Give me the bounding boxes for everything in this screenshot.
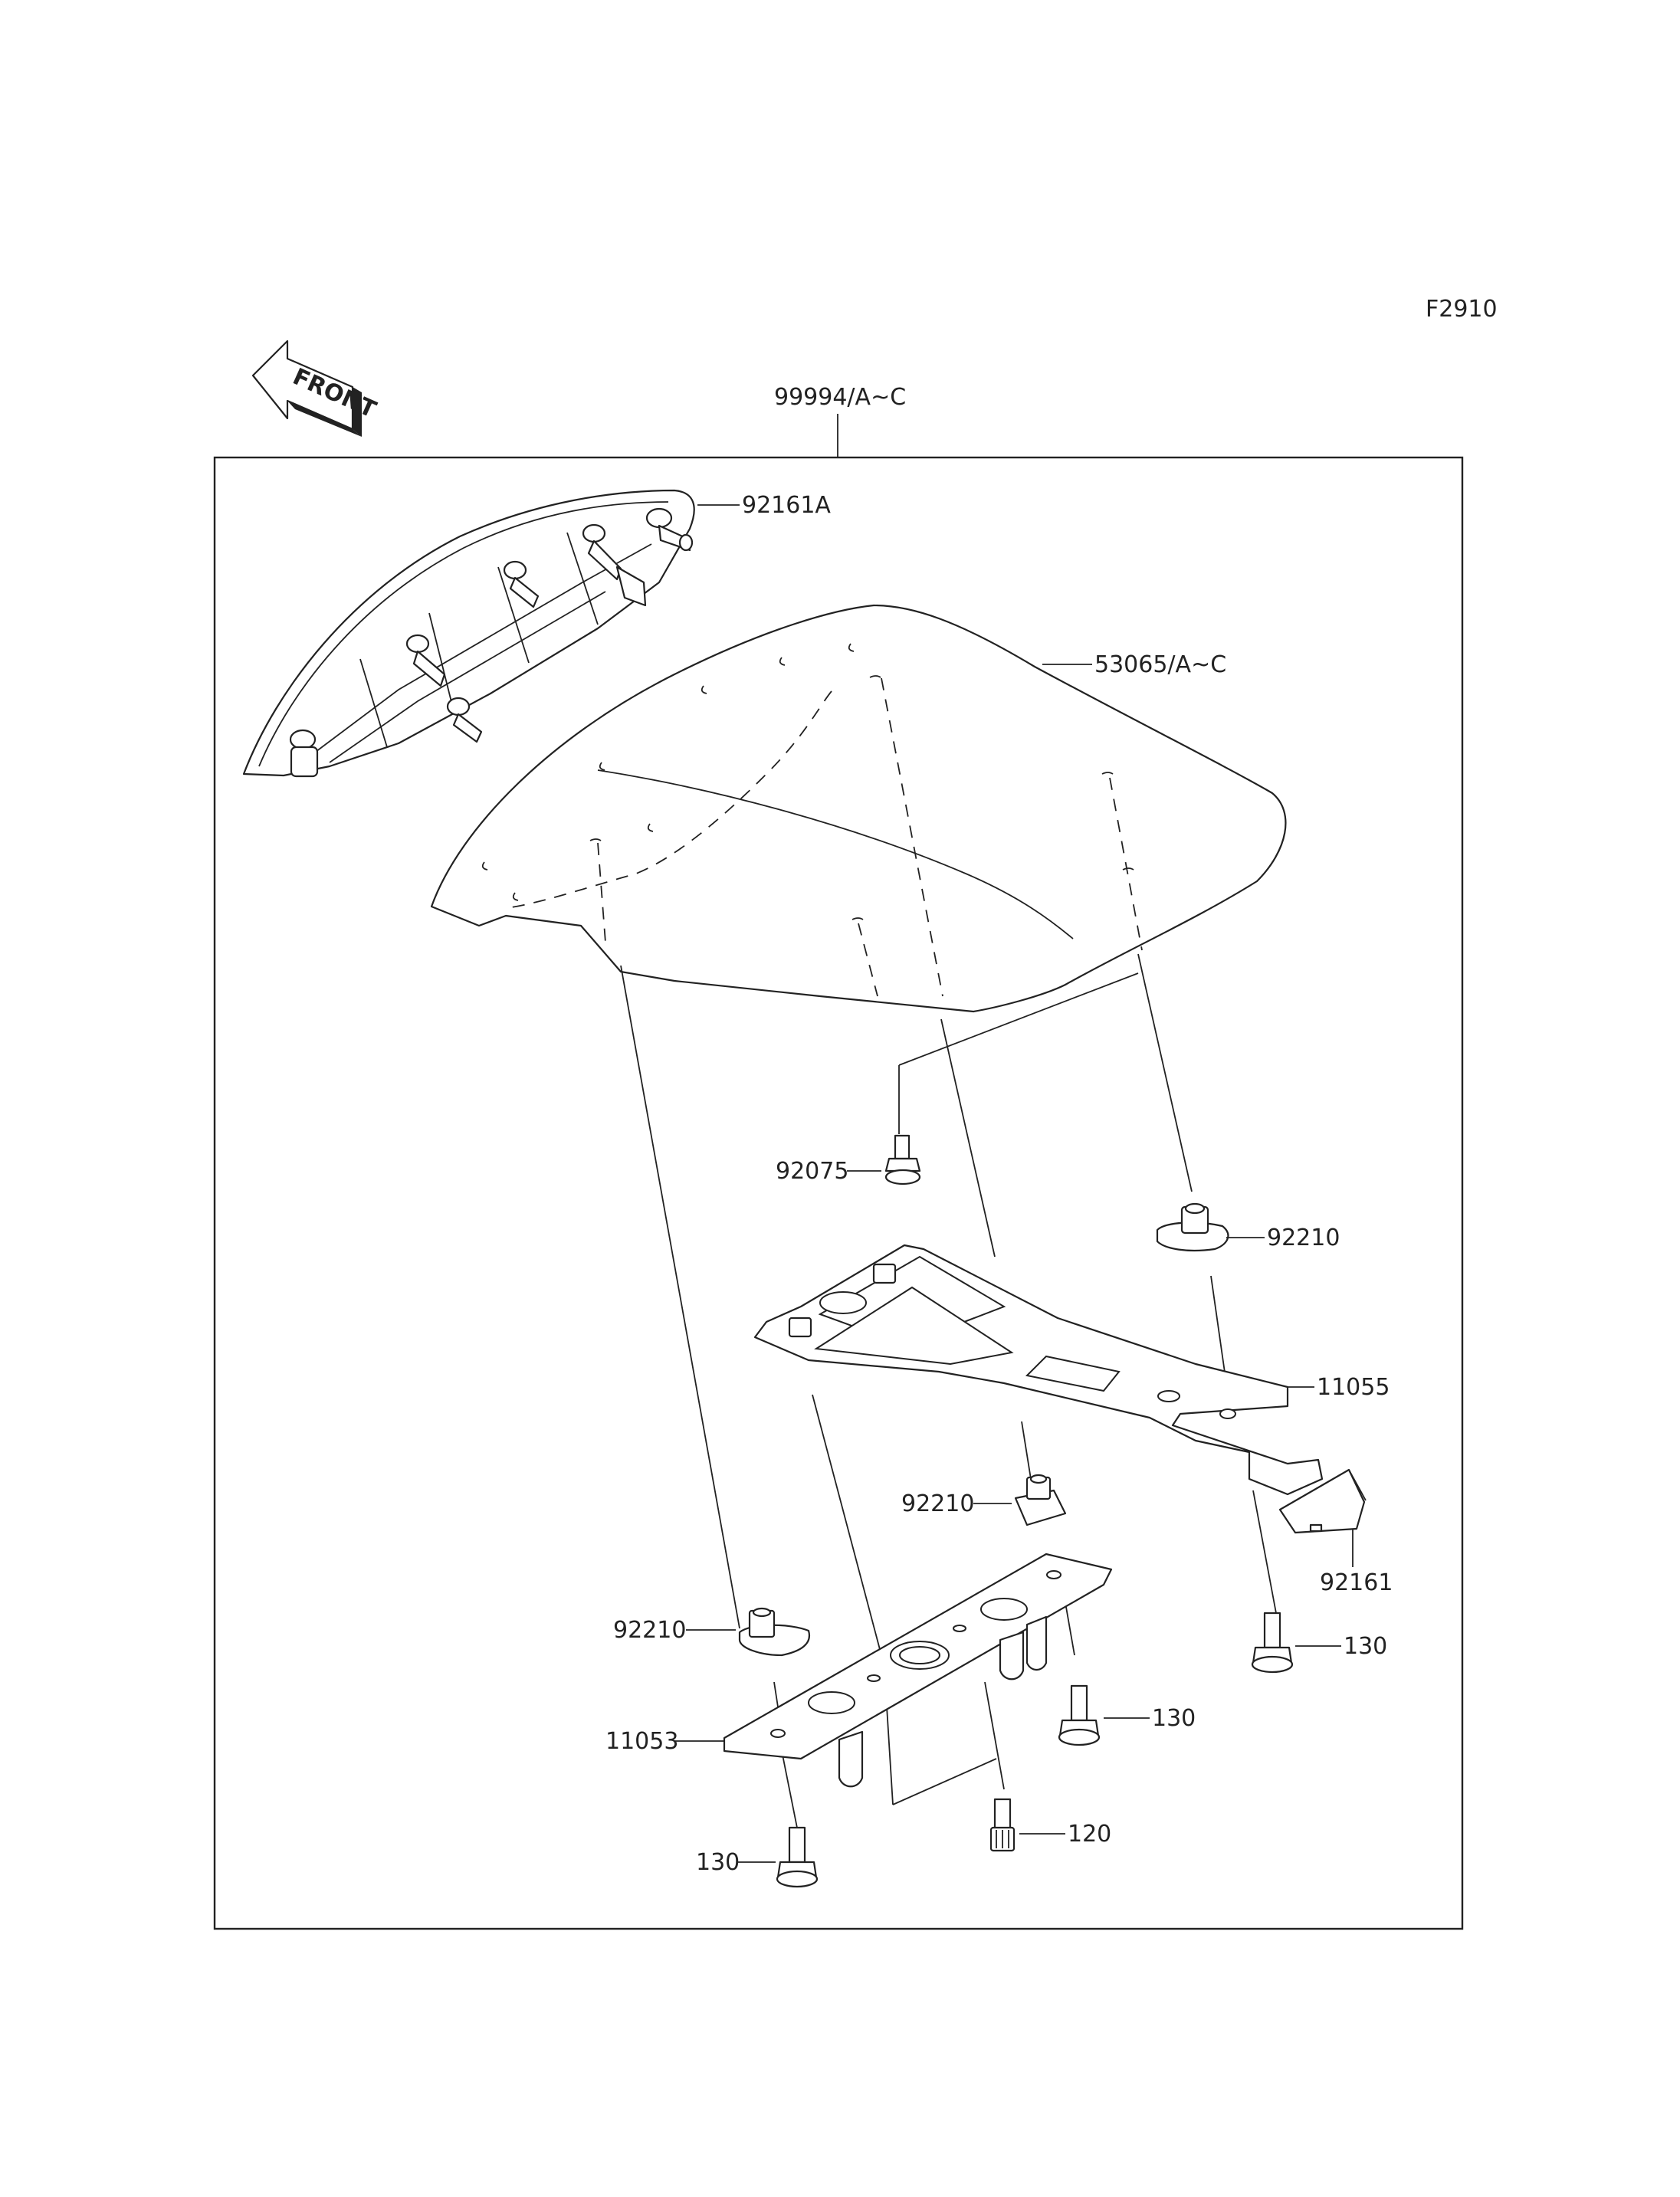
bolt-130-right bbox=[1251, 1612, 1294, 1674]
bracket-11055 bbox=[753, 1244, 1324, 1496]
label-seat-cover-trim: 92161A bbox=[742, 492, 831, 519]
bolt-130-center bbox=[1058, 1684, 1101, 1746]
label-nut-92210-left: 92210 bbox=[613, 1617, 686, 1644]
label-seat-cover: 53065/A~C bbox=[1094, 651, 1226, 678]
label-bracket-11053: 11053 bbox=[605, 1728, 678, 1755]
figure-code: F2910 bbox=[1426, 296, 1498, 323]
label-bracket-11055: 11055 bbox=[1317, 1374, 1390, 1401]
nut-92210-left bbox=[738, 1607, 811, 1657]
seat-cover-trim bbox=[242, 489, 695, 778]
label-nut-92210-right: 92210 bbox=[1267, 1225, 1340, 1251]
label-assembly: 99994/A~C bbox=[774, 384, 906, 411]
bracket-11053 bbox=[723, 1553, 1113, 1788]
label-bolt-130-right: 130 bbox=[1344, 1633, 1387, 1660]
label-damper-92161: 92161 bbox=[1320, 1569, 1393, 1596]
seat-cover bbox=[430, 604, 1287, 1013]
bolt-92075 bbox=[884, 1134, 921, 1185]
label-bolt-130-bottom: 130 bbox=[696, 1849, 740, 1876]
label-bolt-92075: 92075 bbox=[776, 1158, 848, 1185]
nut-92210-right bbox=[1156, 1202, 1229, 1252]
assembly-frame bbox=[213, 456, 1464, 1930]
bolt-120 bbox=[989, 1798, 1016, 1852]
nut-92210-center bbox=[1014, 1474, 1067, 1526]
front-arrow-icon: FRONT bbox=[251, 339, 380, 437]
label-bolt-130-center: 130 bbox=[1152, 1705, 1196, 1732]
damper-92161 bbox=[1278, 1468, 1367, 1534]
bolt-130-bottom bbox=[776, 1826, 819, 1888]
label-bolt-120: 120 bbox=[1068, 1821, 1111, 1848]
assembly-guide-lines bbox=[620, 953, 1277, 1828]
label-nut-92210-center: 92210 bbox=[901, 1490, 974, 1517]
